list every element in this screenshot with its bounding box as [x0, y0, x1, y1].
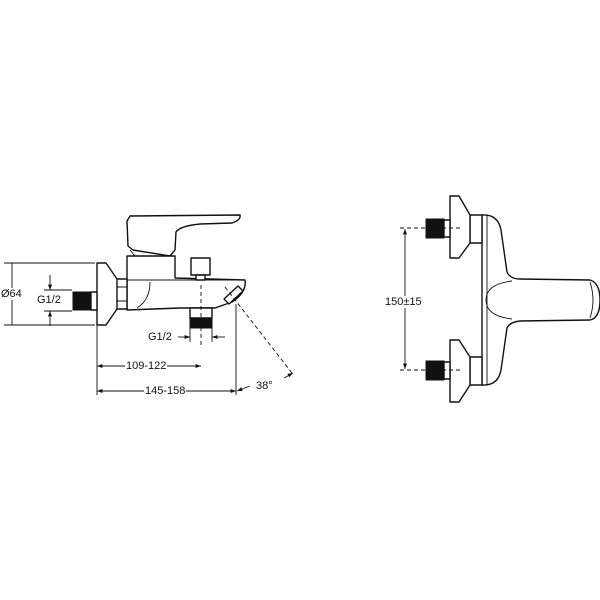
outlet-thread-label: G1/2 — [147, 331, 173, 343]
wall-flange — [96, 262, 118, 326]
lever-front — [485, 280, 513, 320]
outlet-distance-label: 109-122 — [125, 360, 168, 372]
inlet-thread-label: G1/2 — [36, 294, 62, 306]
front-view-faucet — [425, 195, 600, 403]
inlet-spacing-label: 150±15 — [384, 296, 423, 308]
mixer-body-front — [481, 214, 600, 386]
inlet-thread — [72, 291, 92, 311]
bottom-inlet-thread — [425, 360, 445, 381]
diameter-label: Ø64 — [0, 288, 23, 300]
spout-angle-label: 38° — [255, 380, 274, 392]
overall-depth-label: 145-158 — [144, 385, 187, 397]
diverter-knob — [190, 257, 211, 276]
aerator — [223, 285, 244, 305]
side-view-faucet — [72, 214, 246, 329]
top-inlet-thread — [425, 218, 445, 239]
lever-handle — [126, 214, 241, 257]
